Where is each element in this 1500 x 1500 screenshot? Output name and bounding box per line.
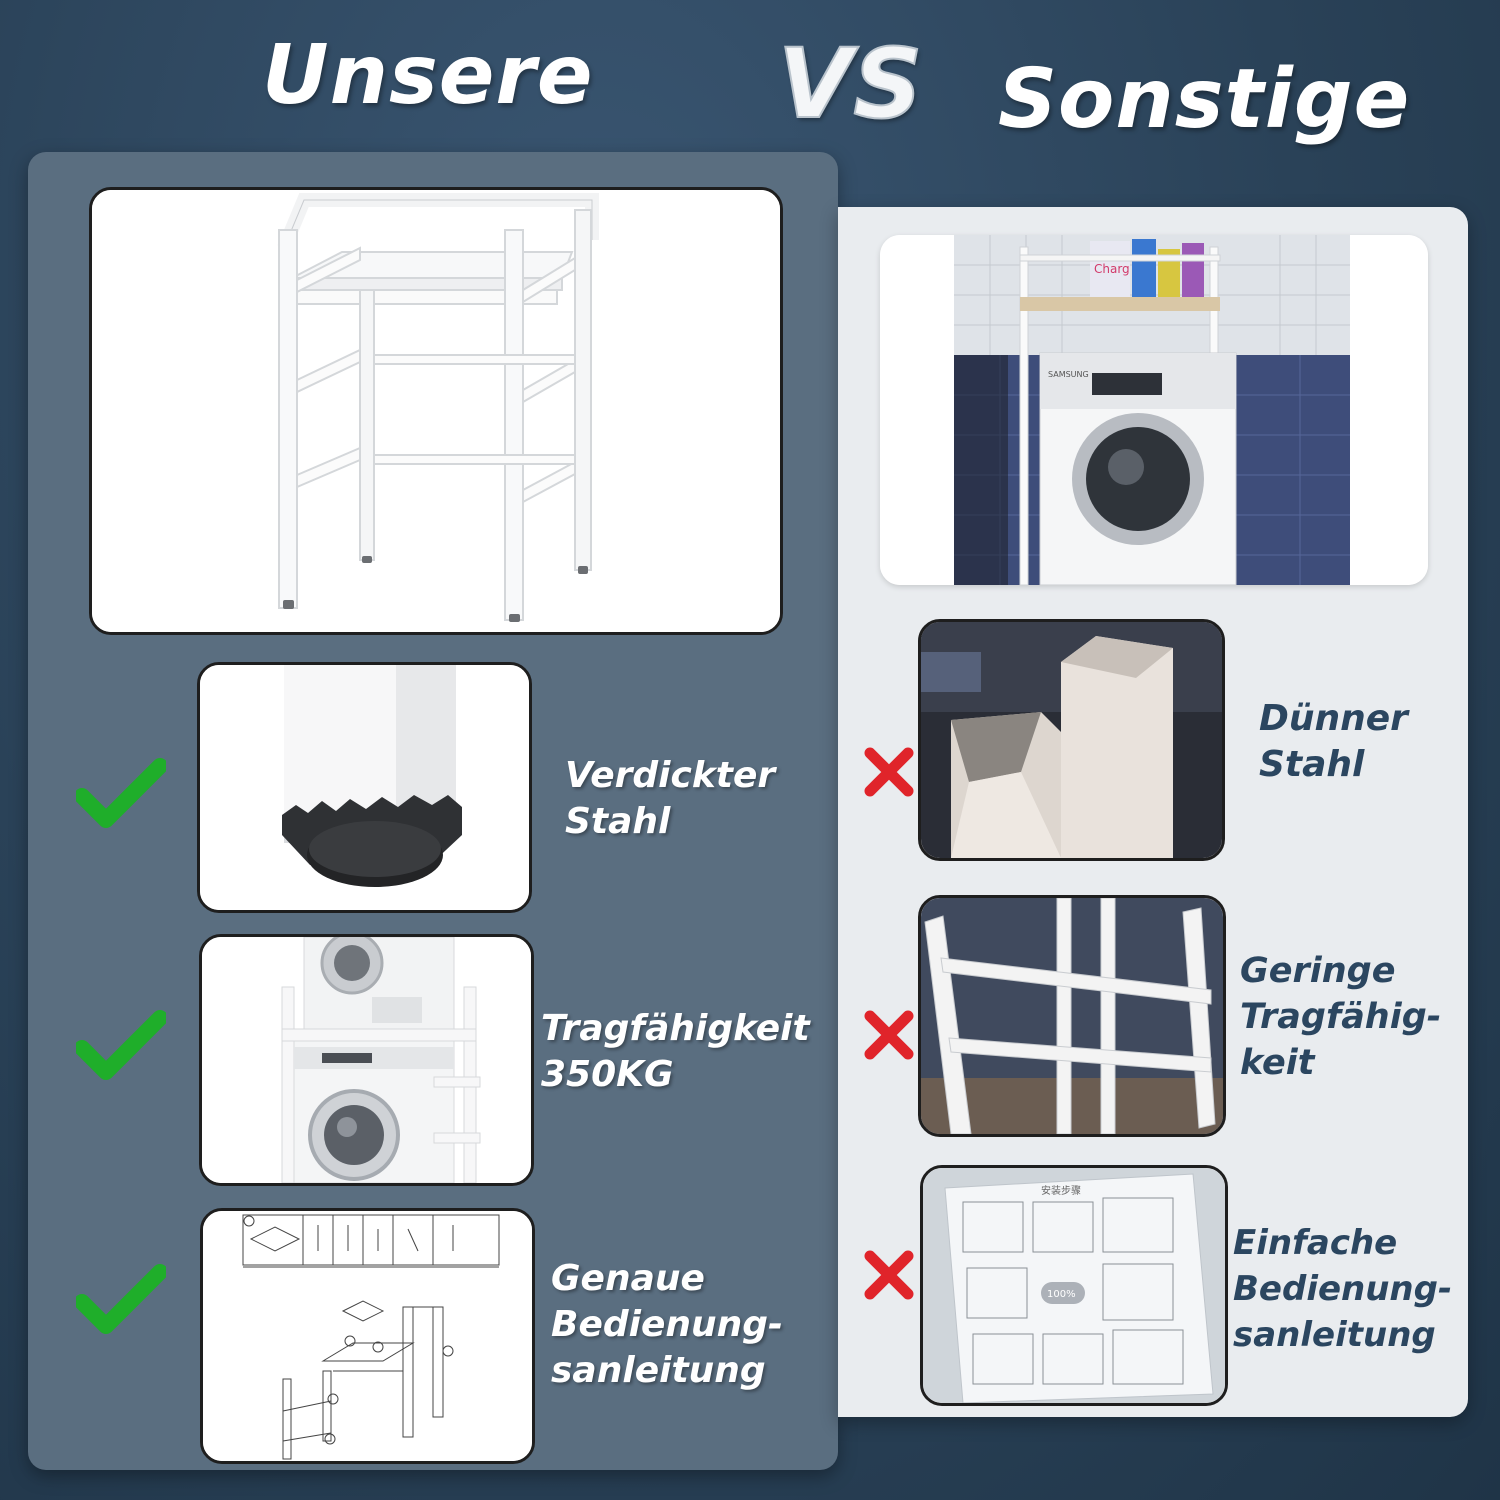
ours-feature-3-line2: Bedienung- [551,1304,783,1345]
other-feature-2-text: Geringe Tragfähig- keit [1240,948,1441,1086]
ours-feature-manual-image [200,1208,535,1464]
other-feature-1-text: Dünner Stahl [1259,696,1408,788]
ours-feature-2-line2: 350KG [541,1054,674,1095]
ours-feature-2-text: Tragfähigkeit 350KG [541,1006,810,1098]
other-feature-3-text: Einfache Bedienung- sanleitung [1233,1220,1452,1358]
check-icon [76,758,166,828]
other-feature-2-line1: Geringe [1240,951,1396,991]
ours-feature-3-line3: sanleitung [551,1350,766,1391]
ours-feature-1-line2: Stahl [565,801,671,842]
other-feature-3-line2: Bedienung- [1233,1269,1453,1309]
manual-title: 安装步骤 [1041,1184,1081,1197]
cross-icon [864,747,914,797]
other-product-image: Charg SAMSUNG [880,235,1428,585]
other-feature-load-capacity-image [918,895,1226,1137]
other-feature-thin-steel-image [918,619,1225,861]
cross-icon [864,1010,914,1060]
other-feature-3-line3: sanleitung [1233,1315,1436,1355]
other-feature-2-line2: Tragfähig- [1240,997,1442,1037]
heading-ours: Unsere [262,28,594,123]
other-feature-1-line2: Stahl [1259,744,1365,785]
ours-product-image [89,187,783,635]
washer-brand-label: SAMSUNG [1048,370,1089,379]
other-feature-manual-image: 安装步骤 100% [920,1165,1228,1406]
ours-feature-load-capacity-image [199,934,534,1186]
ours-feature-3-line1: Genaue [551,1258,705,1299]
cross-icon [864,1250,914,1300]
ours-feature-1-line1: Verdickter [565,755,776,796]
heading-vs: VS [777,27,924,141]
ours-feature-thick-steel-image [197,662,532,913]
check-icon [76,1264,166,1334]
other-feature-3-line1: Einfache [1233,1223,1398,1263]
other-feature-2-line3: keit [1240,1043,1315,1083]
manual-zoom-badge: 100% [1047,1289,1076,1300]
check-icon [76,1010,166,1080]
ours-feature-2-line1: Tragfähigkeit [541,1008,810,1049]
other-feature-1-line1: Dünner [1259,698,1408,739]
ours-feature-1-text: Verdickter Stahl [565,753,775,845]
ours-feature-3-text: Genaue Bedienung- sanleitung [551,1256,783,1394]
heading-other: Sonstige [998,52,1411,147]
detergent-label: Charg [1094,262,1130,276]
